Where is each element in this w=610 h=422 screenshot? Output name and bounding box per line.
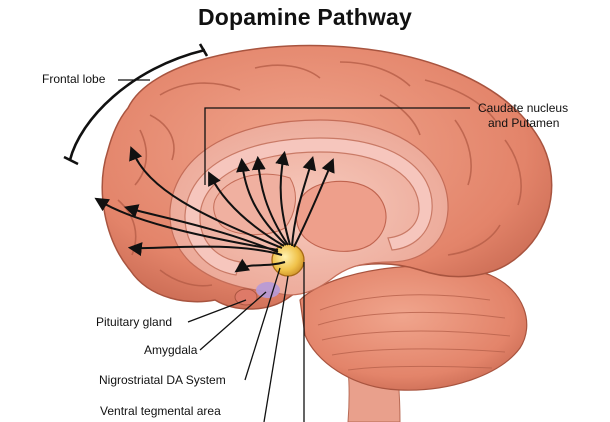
pathway-arrow-7	[251, 155, 289, 246]
caudate-leader	[204, 107, 470, 185]
pathway-arrow-6	[236, 157, 287, 246]
nigrostriatal-leader	[244, 267, 281, 381]
pituitary-leader	[187, 299, 247, 323]
cerebellum-texture	[317, 294, 511, 371]
frontal-lobe-bracket-tick-top	[198, 43, 209, 57]
page-title: Dopamine Pathway	[197, 4, 413, 30]
pathway-arrow-1	[127, 242, 283, 257]
pathway-arrow-8	[275, 150, 291, 246]
label-caudate-line1: Caudate nucleus	[478, 101, 569, 115]
corpus-callosum	[184, 137, 433, 276]
label-amygdala: Amygdala	[144, 343, 198, 357]
pathway-arrow-9	[291, 155, 317, 247]
pathway-arrow-2	[123, 204, 279, 253]
lower-leaders	[187, 262, 305, 422]
pathway-arrow-10	[293, 158, 335, 248]
cerebellum	[299, 265, 528, 391]
pathway-arrow-5	[208, 171, 285, 247]
thalamus	[295, 180, 387, 252]
amygdala-leader	[199, 291, 267, 351]
label-nigrostriatal: Nigrostriatal DA System	[99, 373, 226, 387]
pathway-arrow-11	[234, 258, 286, 273]
label-caudate-line2: and Putamen	[488, 116, 560, 130]
frontal-lobe-bracket-tick-bottom	[63, 155, 79, 166]
pathway-arrow-3	[94, 197, 279, 251]
label-frontal-lobe: Frontal lobe	[42, 72, 106, 86]
amygdala	[256, 282, 280, 298]
vta-leader	[263, 275, 289, 422]
pathway-arrow-4	[129, 146, 283, 249]
dopamine-pathways	[94, 146, 335, 273]
pituitary-gland	[234, 288, 258, 306]
label-pituitary-gland: Pituitary gland	[96, 315, 173, 329]
label-ventral-tegmental-area: Ventral tegmental area	[100, 404, 221, 418]
frontal-lobe-bracket	[68, 48, 206, 161]
